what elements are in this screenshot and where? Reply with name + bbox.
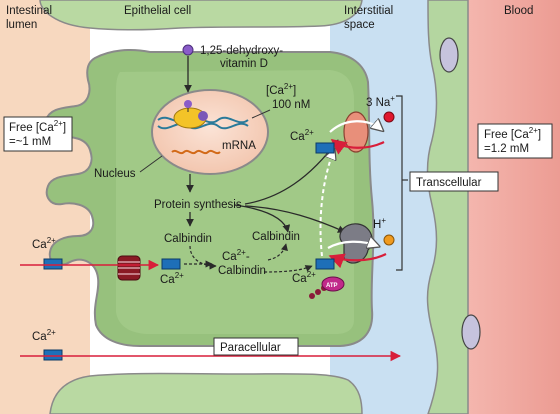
nucleus-pointer: [139, 155, 163, 173]
ca-square-lumen: [43, 258, 63, 270]
interstitial-label-line1: Interstitial: [344, 5, 393, 17]
lower-neighbor-cell: [49, 372, 363, 414]
hormone-label-line2: vitamin D: [220, 58, 268, 70]
paracellular-label-box: [213, 337, 299, 356]
blood-label: Blood: [504, 5, 533, 17]
protein-to-h-pump-arrow: [244, 205, 346, 233]
ca-square-paracellular: [43, 349, 63, 361]
na-ion-icon: [383, 111, 395, 123]
nucleus-ca-label: [Ca2+]: [266, 82, 296, 97]
apical-ca-channel-icon: [117, 255, 141, 281]
complex-to-calbindin-arrow: [267, 243, 288, 261]
complex-release-arrow: [263, 265, 313, 273]
transcellular-label: Transcellular: [416, 177, 482, 189]
na-ion-label: 3 Na+: [366, 94, 395, 109]
blood-region: [468, 0, 560, 414]
ca-cytosol-label: Ca2+: [160, 271, 184, 286]
hormone-label-line1: 1,25-dehydroxy-: [200, 45, 283, 57]
ca-lumen-label: Ca2+: [32, 236, 56, 251]
epithelial-cell-label: Epithelial cell: [124, 5, 191, 17]
hormone-in-nucleus-icon: [184, 100, 192, 108]
interstitial-label-line2: space: [344, 19, 375, 31]
mrna-icon: [171, 149, 221, 155]
nucleus: [151, 89, 269, 175]
complex-label-line1: Ca2+-: [222, 248, 250, 263]
h-ion-icon: [383, 234, 395, 246]
calbindin-left-label: Calbindin: [164, 233, 212, 245]
blood-box-line2: =1.2 mM: [484, 143, 529, 155]
ca-basolateral-label: Ca2+: [292, 270, 316, 285]
transcellular-label-box: [409, 171, 499, 192]
capillary-wall: [426, 0, 469, 414]
atp-icon: [309, 276, 345, 299]
nucleus-label: Nucleus: [94, 168, 136, 180]
lumen-concentration-box: [3, 116, 73, 152]
complex-label-line2: Calbindin: [218, 265, 266, 277]
dna-receptor-complex-icon: [157, 107, 249, 130]
ca-paracellular-label: Ca2+: [32, 328, 56, 343]
transcellular-bracket: [396, 95, 403, 271]
lumen-label-line2: lumen: [6, 19, 37, 31]
ca-square-cytosol: [161, 258, 181, 270]
paracellular-label: Paracellular: [220, 342, 281, 354]
protein-to-calbindin-right-arrow: [234, 204, 291, 233]
mrna-label: mRNA: [222, 140, 256, 152]
calbindin-to-complex-arrow: [189, 245, 217, 270]
nucleus-ca-pointer: [251, 109, 271, 119]
na-ca-exchanger-icon: [329, 111, 384, 155]
calbindin-right-label: Calbindin: [252, 231, 300, 243]
lumen-label-line1: Intestinal: [6, 5, 52, 17]
blood-box-line1: Free [Ca2+]: [484, 126, 541, 141]
upper-neighbor-cell: [39, 0, 363, 31]
nucleus-ca-value: 100 nM: [272, 99, 310, 111]
atp-label: ATP: [326, 283, 338, 289]
hormone-icon: [182, 44, 194, 56]
endothelial-nucleus-top: [439, 37, 459, 73]
ca-square-exchanger: [315, 142, 335, 154]
protein-synthesis-label: Protein synthesis: [154, 199, 242, 211]
ca-atpase-pump-icon: [327, 223, 387, 269]
h-ion-label: H+: [373, 216, 386, 231]
ca-exchanger-label: Ca2+: [290, 128, 314, 143]
ca-square-basolateral: [315, 258, 335, 270]
blood-concentration-box: [477, 123, 553, 159]
lumen-box-line2: =~1 mM: [9, 136, 51, 148]
endothelial-nucleus-bottom: [461, 314, 481, 350]
lumen-region: [0, 0, 90, 414]
lumen-box-line1: Free [Ca2+]: [9, 119, 66, 134]
